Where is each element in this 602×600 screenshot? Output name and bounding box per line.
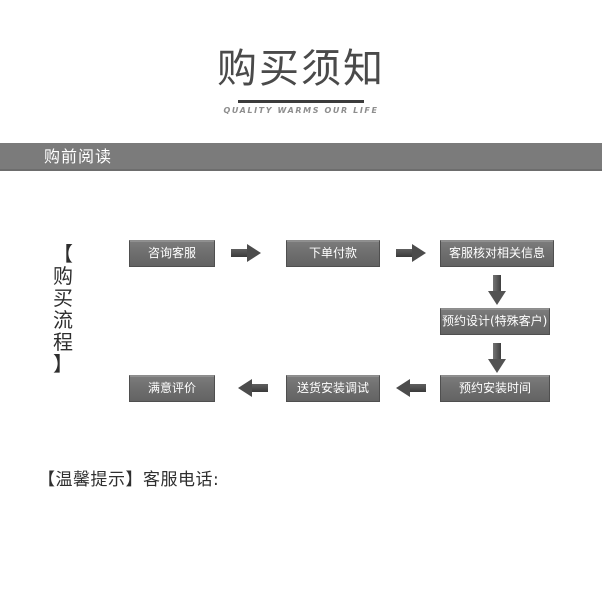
warm-tip-note: 【温馨提示】客服电话: xyxy=(38,470,220,490)
flow-box-satisfaction-review: 满意评价 xyxy=(129,375,215,402)
arrow-shaft xyxy=(231,249,248,257)
arrow-down-icon xyxy=(488,275,506,305)
flow-side-label-char: 流 xyxy=(53,308,73,332)
flow-side-label-char: 【 xyxy=(53,242,73,266)
flow-side-label-char: 程 xyxy=(53,330,73,354)
arrow-head xyxy=(247,244,261,262)
arrow-left-icon xyxy=(238,379,268,397)
flow-side-label-char: 买 xyxy=(53,286,73,310)
arrow-shaft xyxy=(251,384,268,392)
arrow-shaft xyxy=(396,249,413,257)
arrow-head xyxy=(396,379,410,397)
flow-side-label-char: 购 xyxy=(53,264,73,288)
flow-side-label: 【 购 买 流 程 】 xyxy=(48,243,78,375)
title-block: 购买须知 QUALITY WARMS OUR LIFE xyxy=(0,46,602,116)
arrow-left-icon xyxy=(396,379,426,397)
flow-side-label-char: 】 xyxy=(53,352,73,376)
arrow-shaft xyxy=(409,384,426,392)
page-title: 购买须知 xyxy=(217,46,385,92)
section-header-label: 购前阅读 xyxy=(44,147,113,166)
flow-box-consult: 咨询客服 xyxy=(129,240,215,267)
flow-box-install-appointment: 预约安装时间 xyxy=(440,375,550,402)
arrow-right-icon xyxy=(231,244,261,262)
arrow-head xyxy=(488,291,506,305)
flow-box-delivery-install: 送货安装调试 xyxy=(286,375,380,402)
flow-box-order-pay: 下单付款 xyxy=(286,240,380,267)
arrow-head xyxy=(488,359,506,373)
arrow-shaft xyxy=(493,343,501,360)
arrow-head xyxy=(238,379,252,397)
arrow-shaft xyxy=(493,275,501,292)
section-header-bar: 购前阅读 xyxy=(0,143,602,171)
title-divider-rule xyxy=(238,100,364,103)
arrow-head xyxy=(412,244,426,262)
arrow-right-icon xyxy=(396,244,426,262)
page-subtitle: QUALITY WARMS OUR LIFE xyxy=(223,106,379,115)
arrow-down-icon xyxy=(488,343,506,373)
flow-box-design-appointment: 预约设计(特殊客户) xyxy=(440,308,550,335)
flow-box-verify-info: 客服核对相关信息 xyxy=(440,240,554,267)
